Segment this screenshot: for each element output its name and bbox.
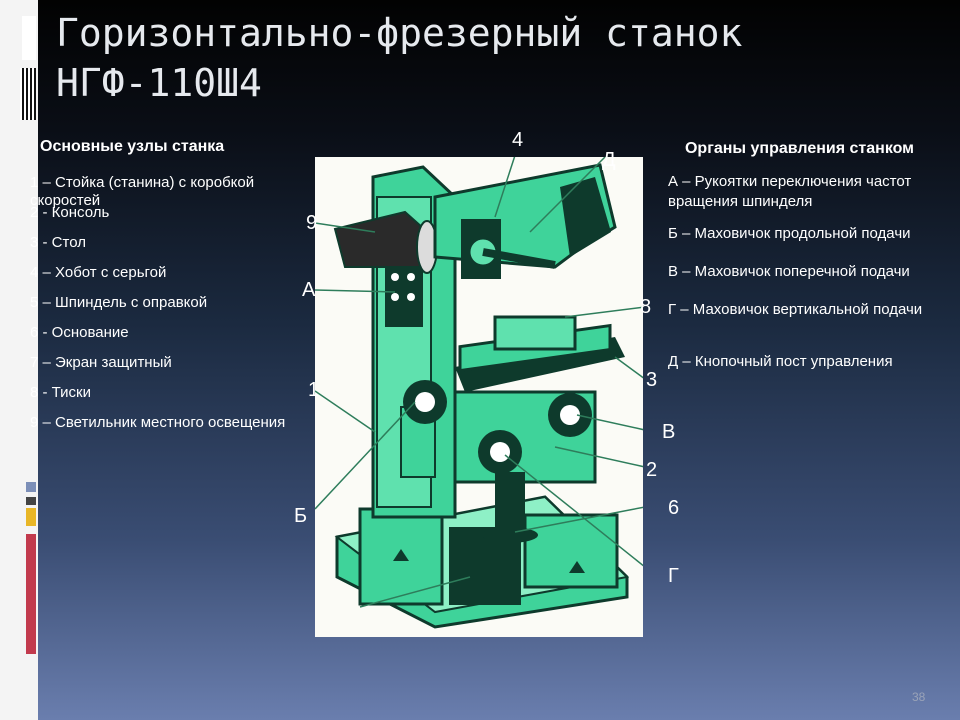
list-item: Г – Маховичок вертикальной подачи [668, 301, 923, 318]
slide-title-line-2: НГФ-110Ш4 [56, 61, 262, 105]
list-item: 2 - Консоль [30, 204, 110, 221]
callout-label: 6 [668, 497, 680, 519]
list-item: 8 - Тиски [30, 384, 91, 401]
callout-label: Д [602, 149, 616, 171]
list-item: 3 - Стол [30, 234, 86, 251]
decor-bar-red [26, 534, 36, 654]
list-item: 7 – Экран защитный [30, 354, 172, 371]
milling-machine-illustration [314, 139, 646, 629]
list-item: 5 – Шпиндель с оправкой [30, 294, 208, 311]
left-column-heading: Основные узлы станка [40, 138, 225, 155]
list-item: Б – Маховичок продольной подачи [668, 225, 911, 242]
decor-bar-dark [26, 497, 36, 505]
callout-label: 9 [306, 212, 318, 234]
callout-label: В [662, 421, 676, 443]
callout-label: 3 [646, 369, 658, 391]
list-item: 1 – Стойка (станина) с коробкой скоросте… [30, 174, 255, 209]
callout-label: Г [668, 565, 679, 587]
decor-bars [20, 68, 36, 120]
callout-label: Б [294, 505, 308, 527]
callout-label: 2 [646, 459, 658, 481]
list-item: В – Маховичок поперечной подачи [668, 263, 910, 280]
list-item: 4 – Хобот с серьгой [30, 264, 167, 281]
page-number: 38 [912, 690, 926, 704]
decor-block [22, 16, 36, 60]
list-item: 9 – Светильник местного освещения [30, 414, 286, 431]
callout-label: 4 [512, 129, 524, 151]
callout-label: 8 [640, 296, 652, 318]
decor-bar-yellow [26, 508, 36, 526]
slide-title-line-1: Горизонтально-фрезерный станок [56, 11, 743, 55]
list-item: 6 - Основание [30, 324, 129, 341]
slide-title: Горизонтально-фрезерный станок НГФ-110Ш4 [56, 8, 936, 108]
right-column-heading: Органы управления станком [684, 140, 915, 157]
milling-machine-figure [314, 139, 646, 637]
list-item: А – Рукоятки переключения частот вращени… [668, 173, 912, 210]
list-item: Д – Кнопочный пост управления [668, 353, 893, 370]
decor-bar-blue [26, 482, 36, 492]
callout-label: 1 [308, 379, 320, 401]
callout-label: А [302, 279, 316, 301]
